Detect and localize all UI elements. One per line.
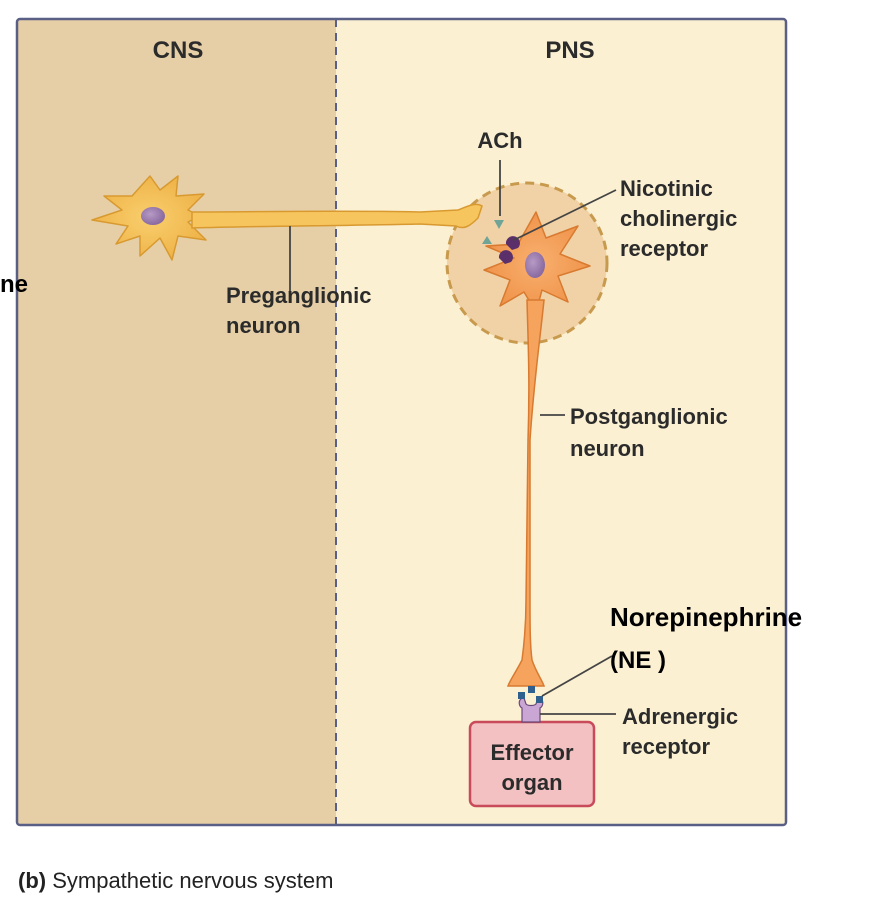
postganglionic-label-line2: neuron: [570, 436, 645, 461]
postganglionic-nucleus: [525, 252, 545, 278]
adrenergic-receptor: [518, 697, 544, 723]
nicotinic-label-line3: receptor: [620, 236, 708, 261]
diagram-frame: [15, 17, 788, 827]
postganglionic-label-line1: Postganglionic: [570, 404, 728, 429]
pns-region: [336, 19, 786, 825]
ach-particle: [494, 220, 504, 229]
caption-part: (b): [18, 868, 47, 893]
nicotinic-label-line1: Nicotinic: [620, 176, 713, 201]
nicotinic-receptor: [498, 250, 513, 264]
ach-label: ACh: [477, 128, 522, 153]
ne-leader: [541, 655, 613, 697]
cns-header: CNS: [153, 37, 204, 64]
preganglionic-label-line1: Preganglionic: [226, 283, 371, 308]
ne-particle: [518, 692, 525, 699]
nicotinic-leader: [513, 189, 617, 241]
norepinephrine-label: Norepinephrine: [610, 602, 802, 632]
preganglionic-nucleus: [141, 207, 165, 225]
ne-particle: [536, 696, 543, 703]
adrenergic-label-line1: Adrenergic: [622, 704, 738, 729]
preganglionic-axon: [191, 203, 483, 229]
effector-label-line2: organ: [501, 770, 562, 795]
ne-particle: [528, 686, 535, 693]
nicotinic-label-line2: cholinergic: [620, 206, 737, 231]
caption-text: Sympathetic nervous system: [46, 868, 334, 893]
pns-header: PNS: [545, 37, 594, 64]
adrenergic-label-line2: receptor: [622, 734, 710, 759]
cns-region: [17, 19, 336, 825]
effector-label-line1: Effector: [490, 740, 574, 765]
ach-particle: [482, 236, 492, 244]
figure-caption: (b) Sympathetic nervous system: [18, 868, 333, 894]
preganglionic-neuron: [91, 175, 483, 261]
preganglionic-label-line2: neuron: [226, 313, 301, 338]
ne-abbrev-label: (NE ): [610, 647, 666, 674]
cropped-left-label: ne: [0, 271, 28, 298]
postganglionic-axon: [506, 299, 546, 687]
